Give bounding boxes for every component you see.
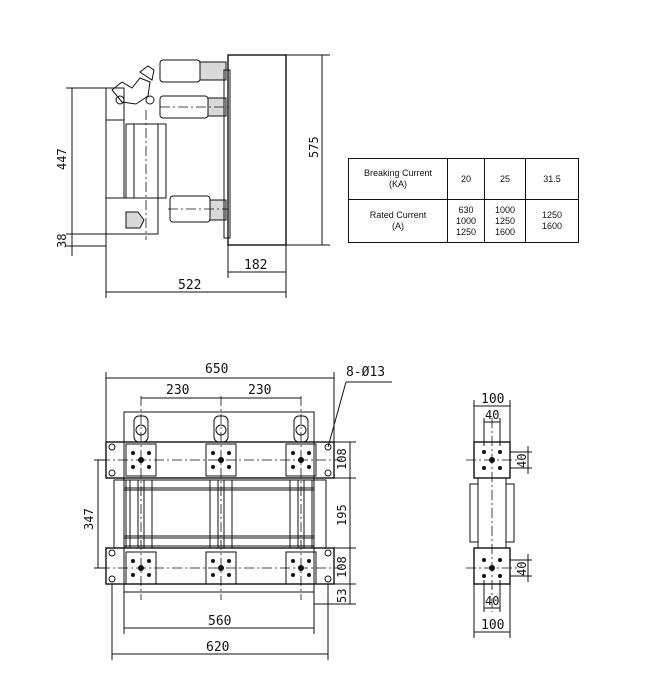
breaking-value-3: 31.5 [525,158,579,200]
breaking-value-1: 20 [447,158,485,200]
breaking-value-2: 25 [484,158,526,200]
dim-230-left: 230 [166,383,189,398]
dim-108-bottom: 108 [335,556,349,578]
lower-cutout [125,211,145,229]
rated-values-col-2: 1000 1250 1600 [484,199,526,243]
dim-522: 522 [178,278,201,293]
dim-108-top: 108 [335,448,349,470]
linkage [111,77,151,105]
end-dim-40-bottom: 40 [485,594,499,608]
rated-values-col-1: 630 1000 1250 [447,199,485,243]
dim-620: 620 [206,640,229,655]
back-plate [227,54,287,246]
dim-53: 53 [335,589,349,603]
dim-195: 195 [335,504,349,526]
dim-560: 560 [208,614,231,629]
end-dim-40-right-top: 40 [515,454,529,468]
upper-clamp-top [199,61,227,81]
spec-table: Breaking Current (KA) 20 25 31.5 Rated C… [348,158,579,243]
rated-current-row: Rated Current (A) 630 1000 1250 1000 125… [348,199,579,243]
end-dim-100-bottom: 100 [481,618,504,633]
hole-callout: 8-Ø13 [346,365,385,380]
side-view: 447 38 575 182 522 [55,54,330,298]
dim-38: 38 [55,234,69,248]
dim-447: 447 [55,148,69,170]
end-view: 100 40 40 40 40 100 [466,392,532,638]
dim-347: 347 [82,508,96,530]
rated-current-label: Rated Current (A) [348,199,448,243]
front-view: 650 230 230 8-Ø13 108 195 108 53 347 560 [82,362,392,660]
dim-575: 575 [307,136,321,158]
breaking-current-row: Breaking Current (KA) 20 25 31.5 [348,158,579,200]
end-dim-100-top: 100 [481,392,504,407]
dim-182: 182 [244,258,267,273]
dim-650: 650 [205,362,228,377]
end-dim-40-top: 40 [485,408,499,422]
dim-230-right: 230 [248,383,271,398]
rated-values-col-3: 1250 1600 [525,199,579,243]
breaking-current-label: Breaking Current (KA) [348,158,448,200]
upper-terminal-top [159,59,201,83]
end-dim-40-right-bottom: 40 [515,562,529,576]
